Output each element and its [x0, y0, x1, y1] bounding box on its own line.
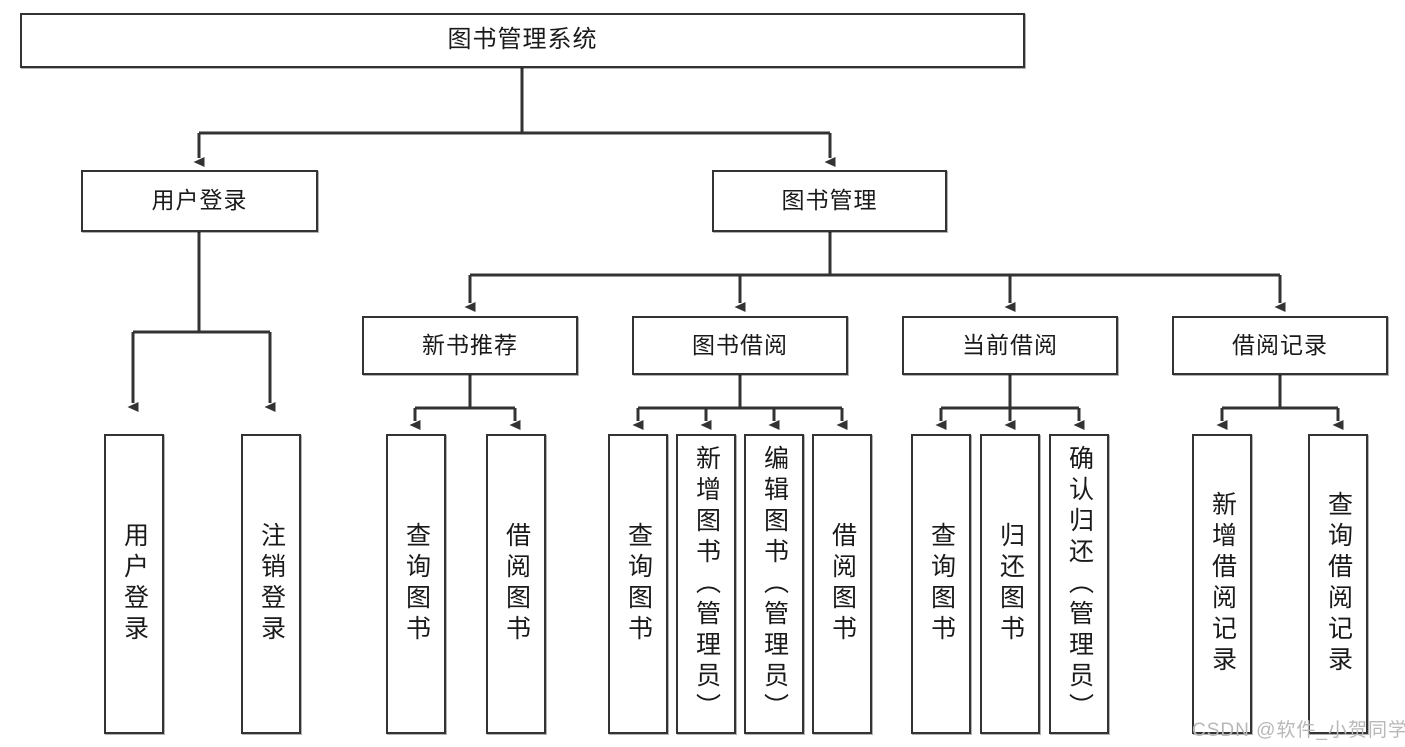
leaf-current-borrow-confirm-return-admin[interactable]: 确认归还（管理员）	[1049, 434, 1109, 734]
node-label: 图书管理	[781, 187, 878, 214]
leaf-borrow-record-add-record[interactable]: 新增借阅记录	[1192, 434, 1252, 734]
node-label: 查询图书	[624, 522, 653, 646]
node-label: 注销登录	[257, 522, 286, 646]
node-label: 编辑图书（管理员）	[760, 444, 789, 724]
node-label: 借阅记录	[1232, 331, 1328, 358]
node-label: 查询借阅记录	[1324, 491, 1353, 677]
node-label: 借阅图书	[828, 522, 857, 646]
node-label: 借阅图书	[502, 522, 531, 646]
node-label: 新增借阅记录	[1208, 491, 1237, 677]
node-current-borrow[interactable]: 当前借阅	[902, 316, 1118, 375]
node-label: 查询图书	[402, 522, 431, 646]
leaf-current-borrow-return-book[interactable]: 归还图书	[980, 434, 1040, 734]
node-label: 图书管理系统	[447, 26, 598, 54]
node-new-book-recommend[interactable]: 新书推荐	[362, 316, 578, 375]
leaf-book-borrow-edit-book-admin[interactable]: 编辑图书（管理员）	[744, 434, 804, 734]
node-label: 归还图书	[996, 522, 1025, 646]
leaf-book-borrow-query-book[interactable]: 查询图书	[608, 434, 668, 734]
watermark-text: CSDN @软件_小贺同学	[1192, 720, 1405, 741]
leaf-book-borrow-add-book-admin[interactable]: 新增图书（管理员）	[676, 434, 736, 734]
node-user-login[interactable]: 用户登录	[81, 170, 318, 232]
node-label: 用户登录	[151, 187, 248, 214]
node-root-book-management-system[interactable]: 图书管理系统	[20, 13, 1025, 68]
node-book-borrow[interactable]: 图书借阅	[632, 316, 848, 375]
leaf-current-borrow-query-book[interactable]: 查询图书	[911, 434, 971, 734]
node-label: 当前借阅	[962, 331, 1058, 358]
node-label: 用户登录	[120, 522, 149, 646]
node-book-management[interactable]: 图书管理	[712, 170, 947, 232]
node-label: 图书借阅	[692, 331, 788, 358]
leaf-user-login-login[interactable]: 用户登录	[104, 434, 164, 734]
node-borrow-record[interactable]: 借阅记录	[1172, 316, 1388, 375]
leaf-book-borrow-borrow-book[interactable]: 借阅图书	[812, 434, 872, 734]
node-label: 新书推荐	[422, 331, 518, 358]
leaf-user-login-logout[interactable]: 注销登录	[241, 434, 301, 734]
node-label: 新增图书（管理员）	[692, 444, 721, 724]
leaf-new-book-borrow-book[interactable]: 借阅图书	[486, 434, 546, 734]
leaf-new-book-query-book[interactable]: 查询图书	[386, 434, 446, 734]
node-label: 确认归还（管理员）	[1065, 444, 1094, 724]
node-label: 查询图书	[927, 522, 956, 646]
leaf-borrow-record-query-record[interactable]: 查询借阅记录	[1308, 434, 1368, 734]
